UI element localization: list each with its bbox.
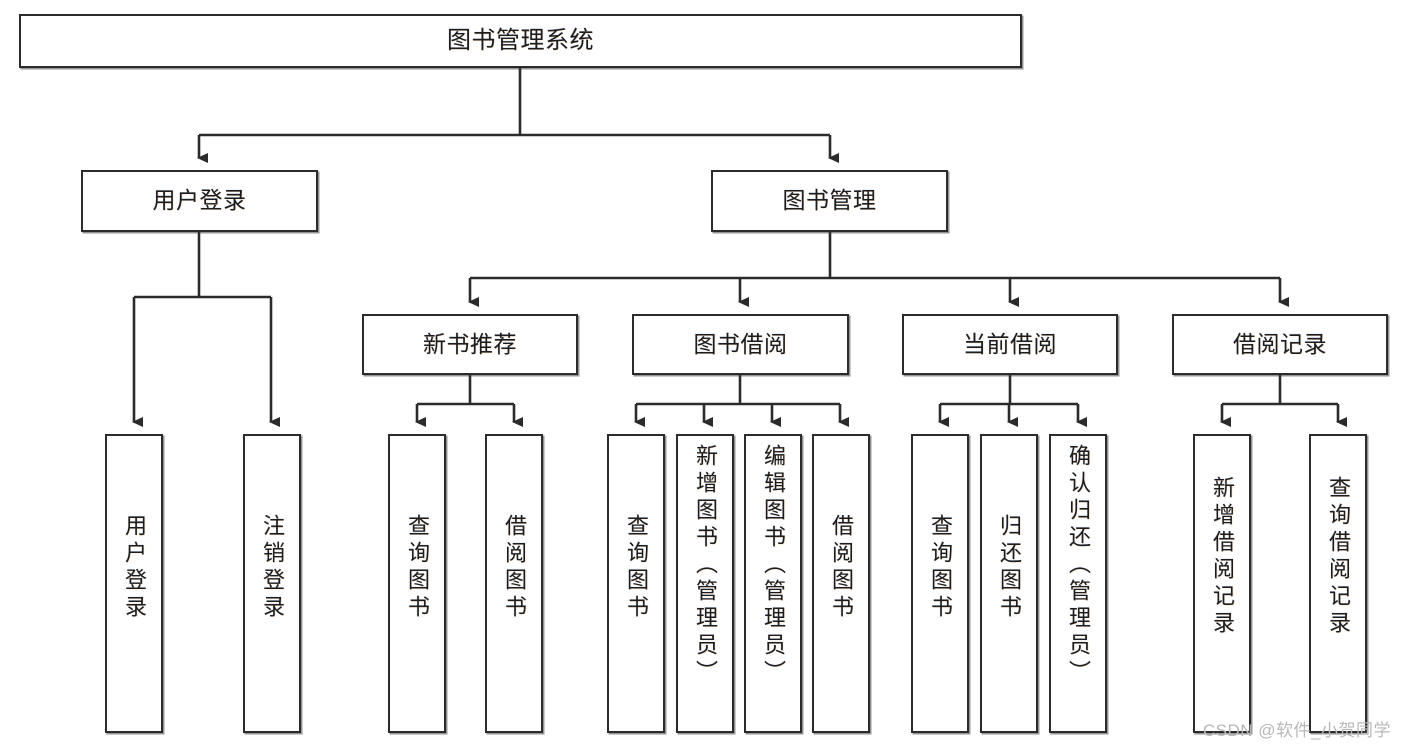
leaf-confirm-return-admin[interactable]: 确认归还（管理员） [1049,434,1107,733]
node-label: 编辑图书（管理员） [761,444,786,687]
node-label: 新书推荐 [423,330,517,357]
leaf-query-borrow-record[interactable]: 查询借阅记录 [1309,434,1367,733]
node-borrowing-records[interactable]: 借阅记录 [1172,314,1388,375]
node-label: 确认归还（管理员） [1066,444,1091,687]
node-label: 新增借阅记录 [1210,476,1235,638]
leaf-return-books[interactable]: 归还图书 [980,434,1038,733]
leaf-user-login[interactable]: 用户登录 [105,434,163,733]
node-new-book-recommendation[interactable]: 新书推荐 [362,314,578,375]
node-label: 归还图书 [997,514,1022,622]
node-label: 图书管理 [782,187,877,214]
node-label: 注销登录 [260,514,285,622]
node-label: 借阅记录 [1233,330,1327,357]
node-user-login[interactable]: 用户登录 [81,170,318,232]
node-label: 图书借阅 [693,330,788,357]
node-root-library-management-system[interactable]: 图书管理系统 [19,14,1022,68]
node-label: 借阅图书 [829,514,854,622]
node-label: 当前借阅 [963,330,1057,357]
leaf-logout[interactable]: 注销登录 [243,434,301,733]
leaf-query-books-recommendation[interactable]: 查询图书 [388,434,446,733]
leaf-add-book-admin[interactable]: 新增图书（管理员） [676,434,734,733]
node-label: 查询图书 [928,514,953,622]
leaf-query-books-borrowing[interactable]: 查询图书 [607,434,665,733]
node-label: 用户登录 [152,187,247,214]
node-label: 借阅图书 [502,514,527,622]
node-current-borrowing[interactable]: 当前借阅 [902,314,1118,375]
leaf-borrow-books-borrowing[interactable]: 借阅图书 [812,434,870,733]
node-label: 查询图书 [624,514,649,622]
node-label: 查询图书 [405,514,430,622]
node-label: 用户登录 [122,514,147,622]
node-book-borrowing[interactable]: 图书借阅 [632,314,849,375]
node-label: 图书管理系统 [447,26,594,54]
node-label: 查询借阅记录 [1326,476,1351,638]
node-label: 新增图书（管理员） [693,444,718,687]
leaf-query-books-current[interactable]: 查询图书 [911,434,969,733]
leaf-add-borrow-record[interactable]: 新增借阅记录 [1193,434,1251,733]
node-book-management[interactable]: 图书管理 [711,170,948,232]
leaf-edit-book-admin[interactable]: 编辑图书（管理员） [744,434,802,733]
leaf-borrow-books-recommendation[interactable]: 借阅图书 [485,434,543,733]
